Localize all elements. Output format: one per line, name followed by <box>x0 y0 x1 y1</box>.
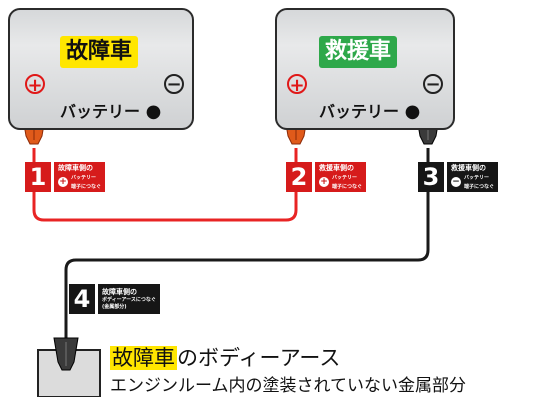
step-text: 端子につなぐ <box>464 183 495 190</box>
step-number: 4 <box>69 284 95 314</box>
step-number: 1 <box>25 162 51 192</box>
step-text: (金属部分) <box>102 303 127 310</box>
plus-terminal-icon: + <box>287 74 307 95</box>
negative-cable <box>64 148 430 340</box>
step-text: 救援車側の <box>451 163 486 172</box>
step-3-tag: 3 救援車側の − バッテリー端子につなぐ <box>418 162 499 192</box>
caption-text: のボディーアース <box>177 346 341 370</box>
rescue-car-title: 救援車 <box>319 36 398 68</box>
step-text: バッテリー <box>71 174 97 181</box>
step-text: バッテリー <box>464 174 490 181</box>
clamp-body-ground <box>53 337 79 371</box>
plus-icon: + <box>319 176 329 187</box>
plus-icon: + <box>58 176 68 187</box>
step-number: 3 <box>418 162 444 192</box>
broken-battery-label: バッテリー ● <box>60 101 162 122</box>
step-text: 故障車側の <box>102 287 137 296</box>
positive-cable <box>32 148 298 222</box>
minus-icon: − <box>451 176 461 187</box>
broken-car-title: 故障車 <box>60 36 139 68</box>
step-number: 2 <box>286 162 312 192</box>
rescue-battery-label: バッテリー ● <box>319 101 421 122</box>
step-text: 故障車側の <box>58 163 93 172</box>
plus-terminal-icon: + <box>25 74 45 95</box>
step-text: 端子につなぐ <box>71 183 102 190</box>
step-text: バッテリー <box>332 174 358 181</box>
rescue-car-battery: 救援車 + − バッテリー ● <box>275 8 455 130</box>
step-2-tag: 2 救援車側の + バッテリー端子につなぐ <box>286 162 367 192</box>
minus-terminal-icon: − <box>423 74 443 94</box>
caption-highlight: 故障車 <box>110 346 177 370</box>
step-text: 救援車側の <box>319 163 354 172</box>
step-1-tag: 1 故障車側の + バッテリー端子につなぐ <box>25 162 106 192</box>
step-text: 端子につなぐ <box>332 183 363 190</box>
minus-terminal-icon: − <box>164 74 184 94</box>
body-ground-detail: エンジンルーム内の塗装されていない金属部分 <box>110 376 466 396</box>
step-4-tag: 4 故障車側の ボディーアースにつなぐ (金属部分) <box>69 284 160 314</box>
step-text: ボディーアースにつなぐ <box>102 296 156 303</box>
body-ground-caption: 故障車のボディーアース <box>110 342 340 372</box>
broken-car-battery: 故障車 + − バッテリー ● <box>8 8 194 130</box>
